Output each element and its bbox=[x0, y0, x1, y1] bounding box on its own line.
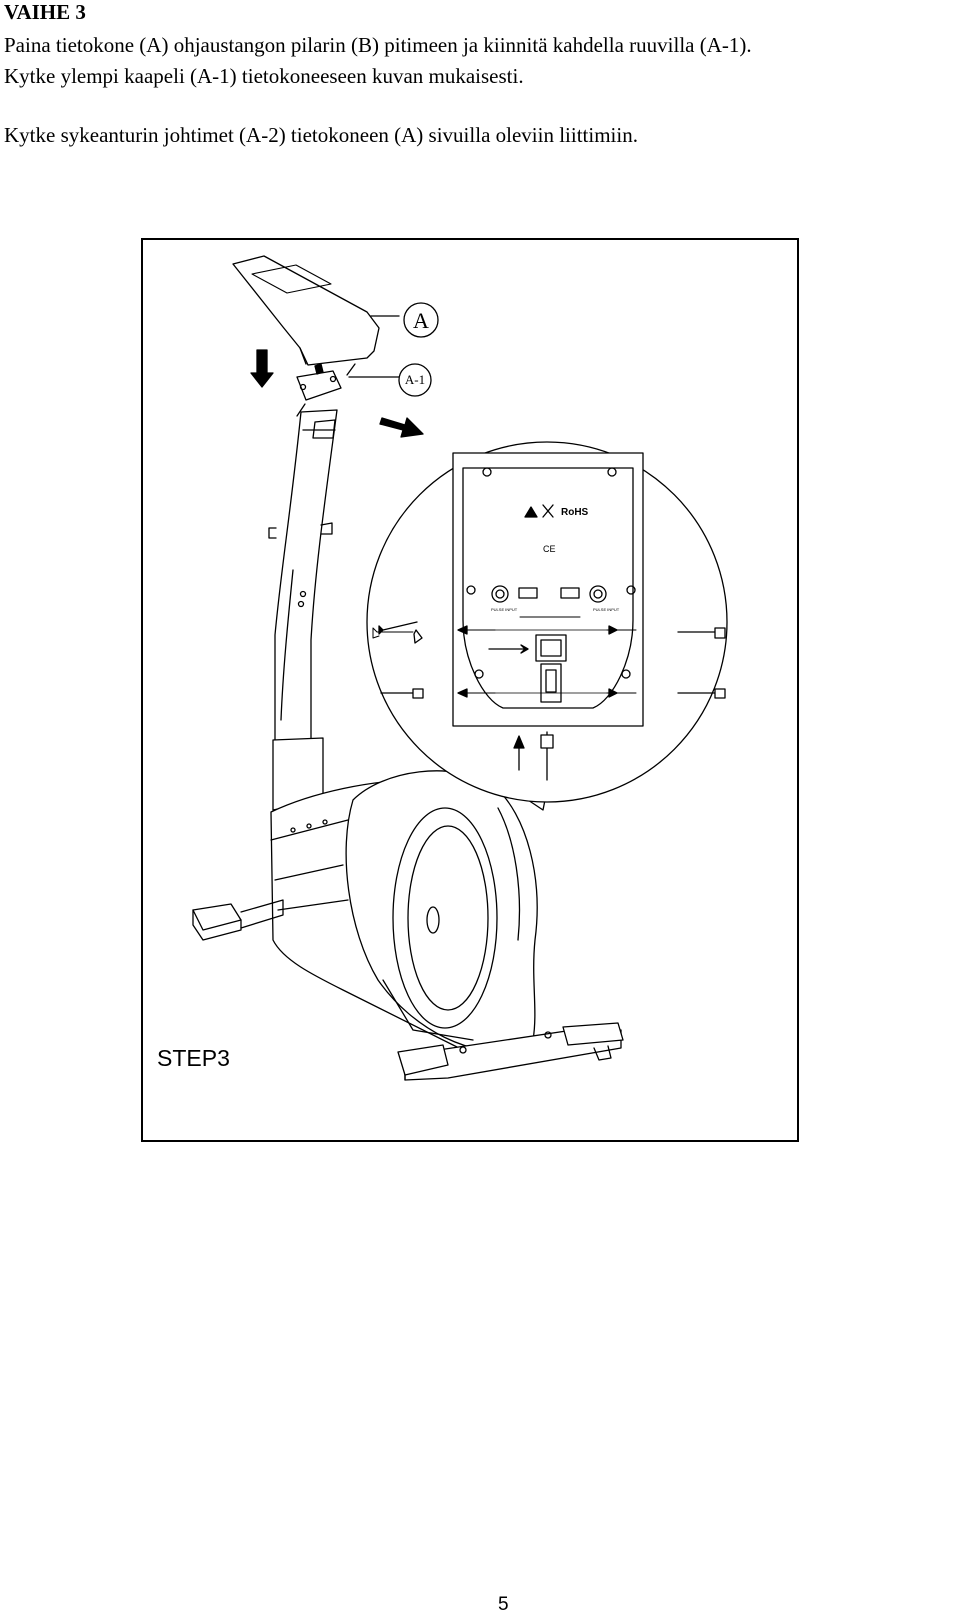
label-a-callout: A bbox=[370, 302, 439, 338]
step-label: STEP3 bbox=[157, 1045, 230, 1071]
front-stabilizer bbox=[382, 979, 624, 1081]
assembly-illustration: A A-1 bbox=[141, 238, 799, 1142]
detail-circle: RoHS CE PULSE INPUT PULSE INPUT bbox=[366, 441, 728, 803]
rohs-mark: RoHS bbox=[561, 507, 589, 518]
pulse-input-label-right: PULSE INPUT bbox=[593, 607, 620, 612]
down-arrow-icon bbox=[250, 349, 274, 388]
pulse-input-label: PULSE INPUT bbox=[491, 607, 518, 612]
instruction-paragraph-2: Kytke sykeanturin johtimet (A-2) tietoko… bbox=[4, 123, 638, 147]
right-arrow-icon bbox=[379, 417, 424, 438]
mounting-bracket bbox=[296, 363, 356, 417]
instruction-line-2: Kytke ylempi kaapeli (A-1) tietokoneesee… bbox=[4, 64, 524, 88]
instruction-paragraph-1: Paina tietokone (A) ohjaustangon pilarin… bbox=[4, 30, 954, 92]
label-a: A bbox=[413, 308, 429, 333]
rear-stabilizer bbox=[192, 899, 284, 941]
ce-mark: CE bbox=[543, 544, 556, 554]
instruction-line-1: Paina tietokone (A) ohjaustangon pilarin… bbox=[4, 33, 752, 57]
handlebar-post bbox=[268, 409, 338, 751]
label-a1-callout: A-1 bbox=[348, 363, 432, 397]
flywheel-casing bbox=[345, 770, 546, 1053]
page-heading: VAIHE 3 bbox=[4, 0, 86, 24]
page-number: 5 bbox=[498, 1594, 509, 1615]
label-a1: A-1 bbox=[405, 372, 425, 387]
computer-console bbox=[232, 255, 380, 366]
exercise-bike-drawing: A A-1 bbox=[157, 255, 728, 1081]
